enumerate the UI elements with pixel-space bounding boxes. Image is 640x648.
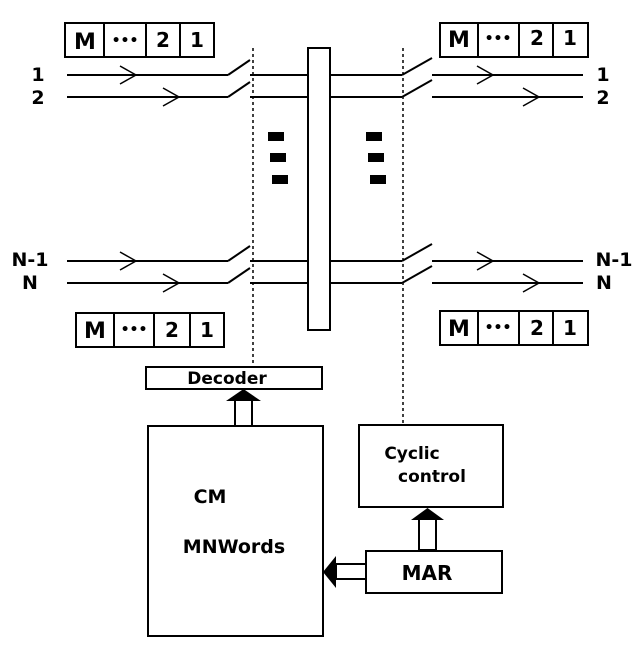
ellipsis-marks: [268, 132, 386, 184]
control-label: control: [398, 467, 466, 487]
frame-cell-dots: •••: [121, 322, 148, 338]
cyclic-label: Cyclic: [384, 444, 439, 464]
control-lines: [252, 48, 404, 424]
input-label-2: 2: [31, 87, 44, 109]
cm-box: [147, 425, 324, 637]
decoder-box: [145, 366, 323, 390]
frame-cell-dots: •••: [485, 320, 512, 336]
switch-contacts: [227, 57, 433, 284]
decoder-label: Decoder: [187, 369, 267, 389]
frame-cell-2: 2: [156, 28, 170, 52]
frame-right-top: [439, 22, 589, 58]
mar-to-cyclic-arrow: [411, 508, 444, 551]
frame-cell-dots: •••: [112, 33, 139, 49]
cm-label: CM: [194, 486, 227, 508]
frame-cell-2: 2: [530, 316, 544, 340]
frame-cell-m: M: [448, 28, 470, 53]
frame-cell-1: 1: [563, 316, 577, 340]
frame-cell-2: 2: [165, 318, 179, 342]
mar-to-cm-arrow: [323, 556, 367, 588]
frame-right-bottom: [439, 310, 589, 346]
frame-cell-1: 1: [200, 318, 214, 342]
frame-cell-dots: •••: [485, 31, 512, 47]
frame-cell-m: M: [74, 30, 96, 55]
input-label-n-1: N-1: [11, 249, 48, 271]
output-label-1: 1: [596, 64, 609, 86]
frame-cell-2: 2: [530, 26, 544, 50]
mar-label: MAR: [402, 561, 453, 585]
cm-words-label: MNWords: [183, 536, 285, 558]
frame-left-top: [64, 22, 215, 58]
cm-to-decoder-arrow: [226, 389, 261, 427]
input-label-n: N: [22, 272, 38, 294]
output-label-2: 2: [596, 87, 609, 109]
input-label-1: 1: [31, 64, 44, 86]
frame-cell-m: M: [448, 317, 470, 342]
channel-lines: [67, 74, 583, 284]
cyclic-control-box: [358, 424, 504, 508]
output-label-n-1: N-1: [595, 249, 632, 271]
direction-arrows: [119, 65, 541, 293]
frame-cell-1: 1: [563, 26, 577, 50]
frame-left-bottom: [75, 312, 225, 348]
central-bus: [307, 47, 331, 331]
frame-cell-1: 1: [190, 28, 204, 52]
mar-box: [365, 550, 503, 594]
output-label-n: N: [596, 272, 612, 294]
frame-cell-m: M: [84, 319, 106, 344]
